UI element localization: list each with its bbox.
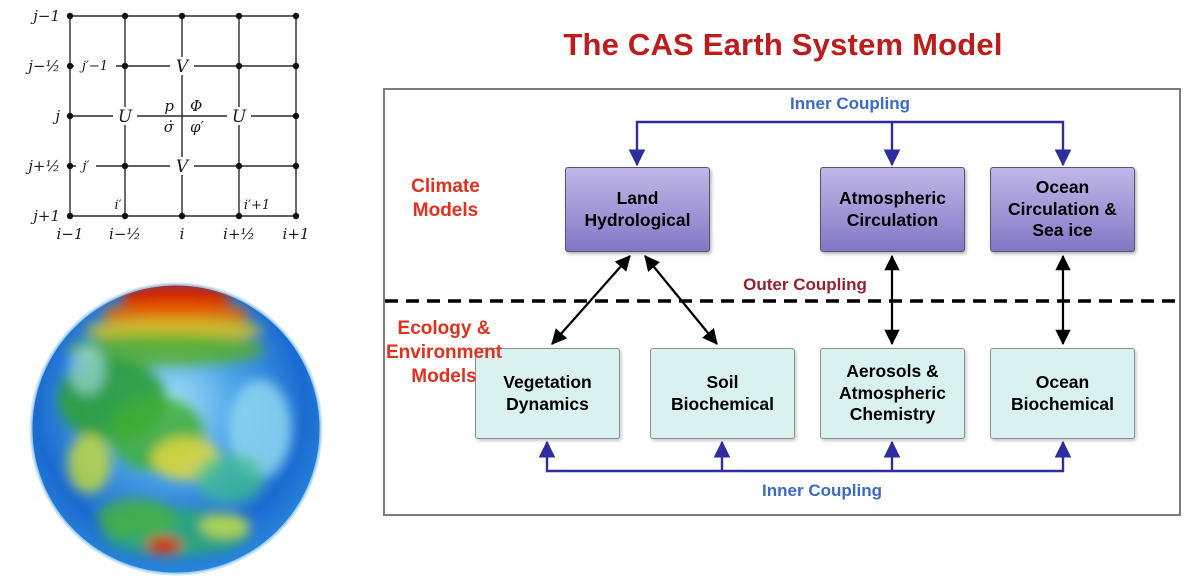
- row-label-j+1: j+1: [30, 207, 60, 225]
- box-vegetation-dynamics: Vegetation Dynamics: [475, 348, 620, 439]
- globe-landmasses: [57, 283, 292, 557]
- outer-coupling-label: Outer Coupling: [743, 275, 867, 294]
- staggered-grid-figure: j−1 j−½ j j+½ j+1 i−1 i−½ i i+½ i+1 V V …: [25, 7, 310, 243]
- box-soil-biochemical: Soil Biochemical: [650, 348, 795, 439]
- row-label-j-half: j−½: [25, 57, 60, 75]
- col-label-i+half: i+½: [223, 225, 255, 243]
- earth-globe-image: [29, 282, 323, 576]
- v-wind-label-top: V: [176, 57, 190, 77]
- globe-rim: [29, 282, 323, 576]
- center-var-phi: Φ: [190, 97, 202, 115]
- box-ocean-biochemical: Ocean Biochemical: [990, 348, 1135, 439]
- center-var-sigma-dot: σ̇: [164, 118, 175, 136]
- box-land-hydrological: Land Hydrological: [565, 167, 710, 252]
- label-masks: [74, 57, 251, 175]
- u-wind-label-left: U: [118, 107, 133, 127]
- half-col-label-left: i′: [114, 198, 121, 213]
- col-label-i+1: i+1: [283, 225, 310, 243]
- row-label-j-1: j−1: [30, 7, 60, 25]
- half-col-label-right: i′+1: [244, 198, 270, 213]
- half-row-label-bottom: j′: [80, 159, 90, 174]
- v-wind-label-bottom: V: [176, 157, 190, 177]
- col-label-i-1: i−1: [57, 225, 84, 243]
- half-row-label-top: j′−1: [79, 59, 108, 74]
- climate-models-group-label: Climate Models: [411, 176, 480, 221]
- center-var-p: p: [164, 97, 174, 115]
- diagram-frame: [383, 88, 1181, 516]
- grid-lines: [69, 15, 297, 217]
- u-wind-label-right: U: [232, 107, 247, 127]
- box-atmospheric-circulation: Atmospheric Circulation: [820, 167, 965, 252]
- center-var-phi-prime: φ′: [190, 118, 205, 136]
- col-label-i: i: [180, 225, 185, 243]
- grid-nodes: [66, 12, 300, 220]
- col-label-i-half: i−½: [109, 225, 141, 243]
- box-ocean-circulation-sea-ice: Ocean Circulation & Sea ice: [990, 167, 1135, 252]
- box-aerosols-atmospheric-chemistry: Aerosols & Atmospheric Chemistry: [820, 348, 965, 439]
- diagram-title: The CAS Earth System Model: [563, 27, 1003, 62]
- row-label-j: j: [52, 107, 60, 125]
- row-label-j+half: j+½: [25, 157, 60, 175]
- inner-coupling-label-bottom: Inner Coupling: [762, 481, 882, 500]
- ecology-environment-models-group-label: Ecology & Environment Models: [385, 318, 503, 388]
- inner-coupling-label-top: Inner Coupling: [790, 94, 910, 113]
